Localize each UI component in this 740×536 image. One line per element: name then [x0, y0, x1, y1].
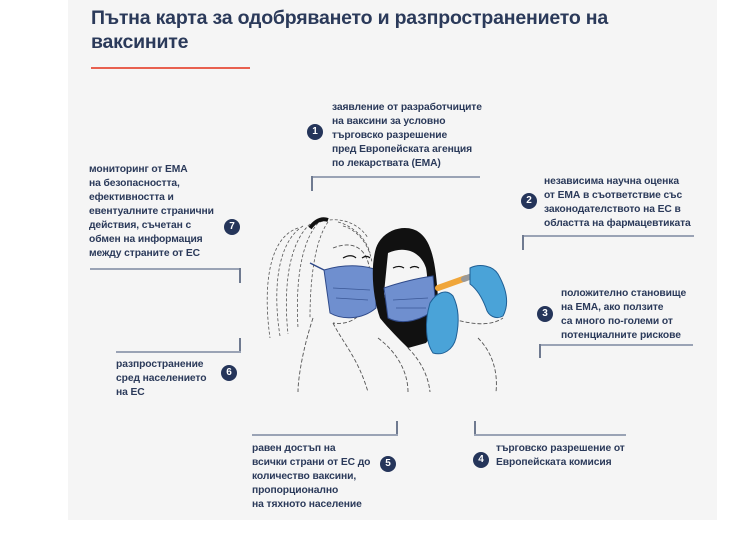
step-5-connector-horizontal: [252, 434, 398, 436]
step-4-line: Европейската комисия: [496, 457, 612, 468]
step-7-connector-vertical: [239, 268, 241, 283]
step-7-line: между страните от ЕС: [89, 248, 200, 259]
step-5-badge: 5: [380, 456, 396, 472]
step-1-text: заявление от разработчиците на ваксини з…: [332, 101, 482, 171]
title-line-2: ваксините: [91, 31, 189, 53]
step-4-text: търговско разрешение от Европейската ком…: [496, 442, 625, 470]
step-5-line: количество ваксини,: [252, 471, 357, 482]
step-2-text: независима научна оценка от ЕМА в съотве…: [544, 175, 691, 231]
step-2-badge: 2: [521, 193, 537, 209]
step-1-badge: 1: [307, 124, 323, 140]
step-4-connector-horizontal: [474, 434, 626, 436]
step-3-line: на ЕМА, ако ползите: [561, 302, 664, 313]
step-7-line: обмен на информация: [89, 234, 203, 245]
step-7-text: мониторинг от ЕМА на безопасността, ефек…: [89, 163, 214, 261]
title-line-1: Пътна карта за одобряването и разпростра…: [91, 7, 608, 29]
step-7-connector-horizontal: [90, 268, 241, 270]
step-1-line: търговско разрешение: [332, 130, 448, 141]
step-7-line: мониторинг от ЕМА: [89, 164, 188, 175]
step-1-line: заявление от разработчиците: [332, 102, 482, 113]
step-1-line: пред Европейската агенция: [332, 144, 473, 155]
step-2-line: областта на фармацевтиката: [544, 218, 691, 229]
step-3-line: положително становище: [561, 288, 687, 299]
step-6-line: разпространение: [116, 359, 204, 370]
step-7-line: евентуалните странични: [89, 206, 214, 217]
step-3-line: потенциалните рискове: [561, 330, 681, 341]
scientists-with-vaccine-vial-illustration: [258, 208, 520, 393]
step-1-line: на ваксини за условно: [332, 116, 446, 127]
step-6-line: на ЕС: [116, 387, 145, 398]
step-3-text: положително становище на ЕМА, ако ползит…: [561, 287, 686, 343]
step-4-badge: 4: [473, 452, 489, 468]
step-3-connector-vertical: [539, 344, 541, 358]
step-6-line: сред населението: [116, 373, 207, 384]
title-accent-underline: [91, 67, 250, 69]
step-6-text: разпространение сред населението на ЕС: [116, 358, 207, 400]
step-5-line: пропорционално: [252, 485, 339, 496]
step-5-line: всички страни от ЕС до: [252, 457, 371, 468]
step-2-line: от ЕМА в съответствие със: [544, 190, 683, 201]
step-1-connector-vertical: [311, 176, 313, 191]
step-3-badge: 3: [537, 306, 553, 322]
step-6-connector-horizontal: [116, 351, 241, 353]
step-5-connector-vertical: [396, 421, 398, 436]
step-4-connector-vertical: [474, 421, 476, 436]
step-4-line: търговско разрешение от: [496, 443, 625, 454]
step-7-line: действия, съчетан с: [89, 220, 192, 231]
step-3-connector-horizontal: [539, 344, 693, 346]
step-2-line: независима научна оценка: [544, 176, 679, 187]
step-2-line: законодателството на ЕС в: [544, 204, 681, 215]
step-7-line: на безопасността,: [89, 178, 180, 189]
step-1-connector-horizontal: [311, 176, 480, 178]
step-7-line: ефективността и: [89, 192, 174, 203]
step-5-line: на тяхното население: [252, 499, 362, 510]
step-5-text: равен достъп на всички страни от ЕС до к…: [252, 442, 370, 512]
step-7-badge: 7: [224, 219, 240, 235]
step-1-line: по лекарствата (ЕМА): [332, 158, 441, 169]
page-title: Пътна карта за одобряването и разпростра…: [91, 6, 651, 54]
step-2-connector-horizontal: [522, 235, 694, 237]
step-6-badge: 6: [221, 365, 237, 381]
step-5-line: равен достъп на: [252, 443, 336, 454]
step-6-connector-vertical: [239, 338, 241, 353]
step-3-line: са много по-големи от: [561, 316, 673, 327]
step-2-connector-vertical: [522, 235, 524, 250]
